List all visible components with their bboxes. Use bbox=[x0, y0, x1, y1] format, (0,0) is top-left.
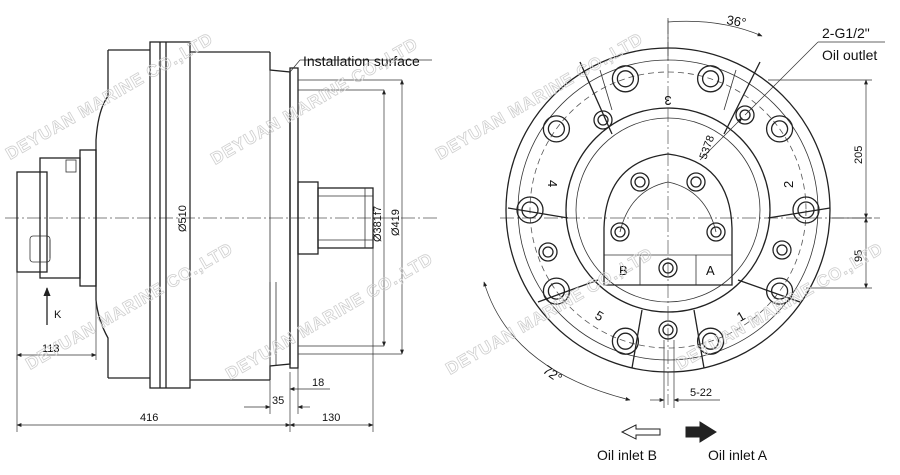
side-shaft bbox=[297, 181, 374, 255]
angle-72-label: 72° bbox=[540, 362, 565, 386]
oil-inlet-b-label: Oil inlet B bbox=[597, 447, 657, 463]
sector-3-label: 3 bbox=[664, 93, 671, 108]
sector-2-label: 2 bbox=[781, 181, 796, 188]
installation-surface-leader bbox=[289, 59, 301, 73]
bolt-hole bbox=[611, 65, 640, 93]
dim-35-label: 35 bbox=[272, 395, 284, 407]
bolt-hole bbox=[765, 277, 794, 305]
oil-inlet-a-arrow bbox=[685, 421, 717, 443]
front-inner-bore bbox=[565, 107, 771, 313]
oil-outlet-thread-label: 2-G1/2" bbox=[822, 25, 870, 41]
oil-inlet-a-label: Oil inlet A bbox=[708, 447, 768, 463]
dim-18-label: 18 bbox=[312, 377, 324, 389]
side-view: Installation surface Ø510 Ø381f7 Ø419 K … bbox=[5, 41, 440, 432]
port-b-label: B bbox=[619, 263, 628, 278]
watermark-text: DEYUAN MARINE CO.,LTD bbox=[3, 29, 217, 163]
oil-inlet-b-arrow bbox=[620, 424, 661, 440]
dim-416-label: 416 bbox=[140, 412, 158, 424]
port-hole bbox=[538, 242, 558, 262]
port-hole bbox=[630, 172, 650, 192]
holes-5-22-label: 5-22 bbox=[690, 387, 712, 399]
port-a-label: A bbox=[706, 263, 715, 278]
pcd-5378-label: 5378 bbox=[698, 134, 718, 161]
port-hole bbox=[658, 258, 678, 278]
sector-4-label: 4 bbox=[545, 180, 560, 187]
angle-72-arc bbox=[483, 281, 631, 401]
port-hole bbox=[706, 222, 726, 242]
port-hole bbox=[686, 172, 706, 192]
dim-95-label: 95 bbox=[853, 250, 865, 262]
watermark-text: DEYUAN MARINE CO.,LTD bbox=[443, 244, 657, 378]
bolt-hole bbox=[542, 115, 571, 143]
dim-205-label: 205 bbox=[853, 146, 865, 164]
k-view-label: K bbox=[54, 309, 62, 321]
oil-outlet-leader bbox=[744, 41, 819, 116]
port-hole bbox=[735, 105, 755, 125]
bolt-hole bbox=[696, 65, 725, 93]
installation-surface-label: Installation surface bbox=[303, 53, 420, 69]
front-view: B A 3 4 2 5 1 36° 2-G1/2" Oil outlet 537… bbox=[483, 12, 885, 463]
dia-510-label: Ø510 bbox=[177, 205, 189, 232]
angle-36-arc bbox=[667, 20, 763, 37]
oil-outlet-label: Oil outlet bbox=[822, 47, 877, 63]
dia-381f7-label: Ø381f7 bbox=[372, 206, 384, 242]
dim-113-label: 113 bbox=[42, 343, 60, 355]
port-hole bbox=[658, 320, 678, 340]
dia-419-label: Ø419 bbox=[390, 209, 402, 236]
bolt-hole bbox=[516, 196, 544, 224]
angle-36-label: 36° bbox=[725, 12, 747, 30]
side-end-cover bbox=[16, 149, 97, 287]
dim-130-label: 130 bbox=[322, 412, 340, 424]
watermark-text: DEYUAN MARINE CO.,LTD bbox=[433, 29, 647, 163]
bolt-hole bbox=[696, 327, 725, 355]
sector-5-label: 5 bbox=[593, 308, 607, 325]
watermark-text: DEYUAN MARINE CO.,LTD bbox=[223, 249, 437, 383]
front-bolt-circle bbox=[529, 71, 807, 349]
port-hole bbox=[593, 110, 613, 130]
bolt-hole bbox=[765, 115, 794, 143]
front-distributor bbox=[603, 153, 733, 286]
watermarks: DEYUAN MARINE CO.,LTD DEYUAN MARINE CO.,… bbox=[2, 29, 887, 384]
bolt-hole bbox=[792, 196, 820, 224]
port-hole bbox=[772, 240, 792, 260]
front-small-holes bbox=[538, 105, 792, 340]
watermark-text: DEYUAN MARINE CO.,LTD bbox=[23, 239, 237, 373]
port-hole bbox=[610, 222, 630, 242]
